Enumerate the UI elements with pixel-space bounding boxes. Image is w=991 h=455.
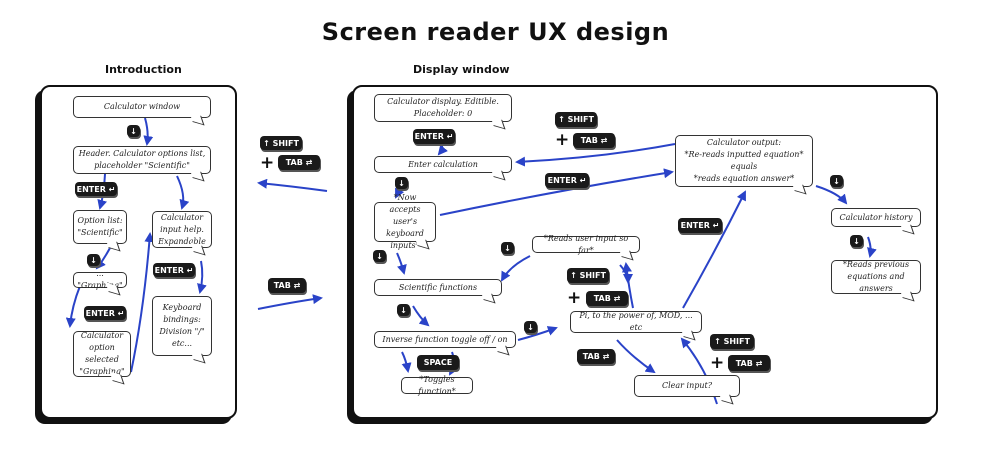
plus-sign: +: [567, 288, 582, 308]
arrow-display-15: [680, 337, 718, 405]
tab-key-icon: TAB ⇄: [278, 155, 320, 170]
shift-key-icon: ↑ SHIFT: [567, 268, 609, 283]
reads-previous-box: *Reads previous equations and answers: [831, 260, 921, 294]
down-arrow-key-icon: ↓: [373, 250, 386, 262]
arrow-intro-6: [197, 260, 207, 294]
output-line-3: *reads equation answer*: [693, 174, 795, 183]
calculator-display-box: Calculator display. Editible. Placeholde…: [374, 94, 512, 122]
tab-key-icon: TAB ⇄: [268, 278, 306, 293]
output-title: Calculator output:: [706, 138, 782, 147]
toggles-function-box: *Toggles function*: [401, 375, 473, 396]
enter-key-icon: ENTER ↵: [84, 306, 126, 320]
arrow-intro-1: [143, 117, 154, 146]
clear-input-box: Clear input?: [634, 375, 740, 397]
arrow-display-7: [517, 326, 558, 341]
enter-key-icon: ENTER ↵: [75, 182, 117, 196]
arrow-display-5: [401, 351, 412, 373]
arrow-display-13: [616, 339, 656, 374]
arrow-display-14: [682, 190, 746, 309]
plus-sign: +: [710, 353, 725, 373]
arrow-intro-3: [176, 175, 190, 210]
down-arrow-key-icon: ↓: [850, 235, 863, 247]
tab-key-icon: TAB ⇄: [586, 291, 628, 306]
down-arrow-key-icon: ↓: [501, 242, 514, 254]
plus-sign: +: [260, 153, 275, 173]
arrow-intro-5: [65, 285, 81, 328]
space-key-icon: SPACE: [417, 355, 459, 370]
calculator-history-box: Calculator history: [831, 208, 921, 227]
arrow-display-16: [815, 185, 848, 205]
arrow-display-12: [622, 262, 634, 309]
calculator-output-box: Calculator output: *Re-reads inputted eq…: [675, 135, 813, 187]
inverse-toggle-box: Inverse function toggle off / on: [374, 331, 516, 348]
arrow-display-8: [439, 168, 674, 216]
input-help-box: Calculator input help. Expandable: [152, 211, 212, 248]
down-arrow-key-icon: ↓: [397, 304, 410, 316]
enter-key-icon: ENTER ↵: [413, 129, 455, 144]
arrow-display-3: [396, 252, 407, 275]
tab-key-icon: TAB ⇄: [728, 355, 770, 371]
header-options-box: Header. Calculator options list, placeho…: [73, 146, 211, 174]
tab-key-icon: TAB ⇄: [573, 133, 615, 148]
down-arrow-key-icon: ↓: [127, 125, 140, 137]
enter-calculation-box: Enter calculation: [374, 156, 512, 173]
enter-key-icon: ENTER ↵: [153, 263, 195, 277]
option-list-box: Option list: "Scientific": [73, 210, 127, 244]
enter-key-icon: ENTER ↵: [678, 218, 722, 233]
keyboard-bindings-box: Keyboard bindings: Division "/" etc...: [152, 296, 212, 356]
arrow-shift-tab-back: [257, 178, 328, 192]
down-arrow-key-icon: ↓: [830, 175, 843, 187]
enter-key-icon: ENTER ↵: [545, 173, 589, 188]
down-arrow-key-icon: ↓: [524, 321, 537, 333]
option-selected-box: Calculator option selected "Graphing": [73, 331, 131, 377]
plus-sign: +: [555, 130, 570, 150]
scientific-functions-box: Scientific functions: [374, 279, 502, 296]
pi-functions-box: Pi, to the power of, MOD, ... etc: [570, 311, 702, 333]
arrow-display-9: [515, 143, 676, 167]
calculator-window-box: Calculator window: [73, 96, 211, 118]
arrow-display-10: [501, 255, 531, 282]
graphing-box: ... "Graphing": [73, 269, 127, 290]
shift-key-icon: ↑ SHIFT: [260, 136, 302, 150]
shift-key-icon: ↑ SHIFT: [555, 112, 597, 127]
tab-key-icon: TAB ⇄: [577, 349, 615, 364]
down-arrow-key-icon: ↓: [87, 254, 100, 266]
arrow-tab-forward: [257, 294, 323, 310]
section-title-introduction: Introduction: [105, 63, 182, 76]
arrow-display-4: [412, 305, 430, 327]
shift-key-icon: ↑ SHIFT: [710, 334, 754, 349]
page-title: Screen reader UX design: [321, 18, 670, 46]
down-arrow-key-icon: ↓: [395, 177, 408, 189]
output-line-1: *Re-reads inputted equation*: [684, 150, 804, 159]
arrow-intro-7: [130, 232, 155, 373]
reads-user-input-box: *Reads user input so far*: [532, 234, 640, 255]
output-line-2: equals: [730, 162, 758, 171]
section-title-display-window: Display window: [413, 63, 510, 76]
arrow-display-17: [867, 236, 877, 258]
